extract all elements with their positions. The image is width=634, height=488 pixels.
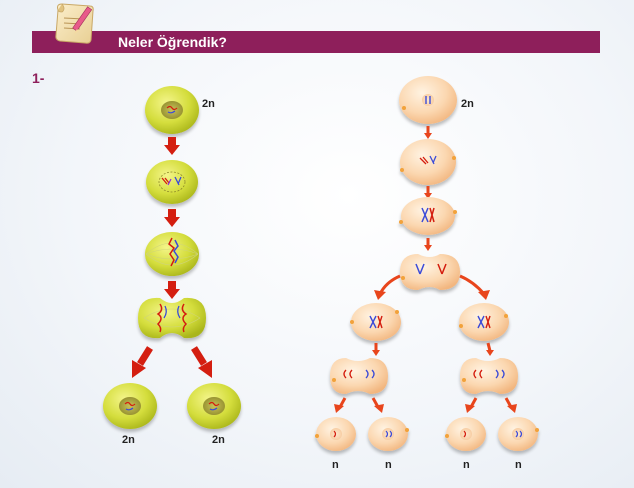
gamete-cell-4 (498, 417, 539, 451)
gamete-cell-2 (368, 417, 409, 451)
mitosis-arrow-left (132, 346, 153, 378)
mitosis-arrow-2 (164, 209, 180, 227)
mitosis-arrow-3 (164, 281, 180, 299)
mitosis-metaphase-cell (145, 232, 199, 276)
meiosis-parent-cell (399, 76, 457, 124)
gamete-cell-1 (315, 417, 356, 451)
gamete-label-1: n (332, 459, 339, 471)
meiosis-arrow-right (459, 274, 490, 300)
meiosis-anaphase2-cell-a (330, 358, 388, 394)
meiosis-prophase1-cell (400, 139, 456, 185)
mitosis-arrow-1 (164, 137, 180, 155)
meiosis-anaphase1-cell (400, 254, 460, 290)
mitosis-daughter-cell-left (103, 383, 157, 429)
gamete-label-4: n (515, 459, 522, 471)
mitosis-daughter-label-right: 2n (212, 434, 225, 446)
meiosis-arrow-1 (424, 126, 432, 139)
meiosis-arrow-g2 (371, 397, 384, 413)
mitosis-prophase-cell (146, 160, 198, 204)
gamete-label-3: n (463, 459, 470, 471)
question-number: 1- (32, 70, 45, 86)
gamete-cell-3 (445, 417, 486, 451)
meiosis-cell-2b (459, 303, 509, 341)
meiosis-arrow-g3 (465, 397, 478, 413)
meiosis-anaphase2-cell-b (460, 358, 518, 394)
meiosis-arrow-2a (372, 343, 380, 356)
paper-pencil-icon (55, 3, 94, 44)
meiosis-arrow-3 (424, 238, 432, 251)
meiosis-arrow-2 (424, 186, 432, 199)
meiosis-metaphase1-cell (399, 197, 457, 235)
meiosis-arrow-left (374, 274, 401, 300)
mitosis-daughter-label-left: 2n (122, 434, 135, 446)
mitosis-arrow-right (191, 346, 212, 378)
meiosis-arrow-g1 (334, 397, 347, 413)
mitosis-telophase-cell (138, 297, 206, 339)
mitosis-daughter-cell-right (187, 383, 241, 429)
section-banner: Neler Öğrendik? (32, 31, 600, 53)
meiosis-arrow-g4 (504, 397, 517, 413)
meiosis-arrow-2b (486, 342, 494, 356)
gamete-label-2: n (385, 459, 392, 471)
mitosis-parent-cell (145, 86, 199, 134)
mitosis-parent-label: 2n (202, 98, 215, 110)
meiosis-parent-label: 2n (461, 98, 474, 110)
section-title: Neler Öğrendik? (118, 34, 227, 50)
meiosis-cell-2a (350, 303, 401, 341)
